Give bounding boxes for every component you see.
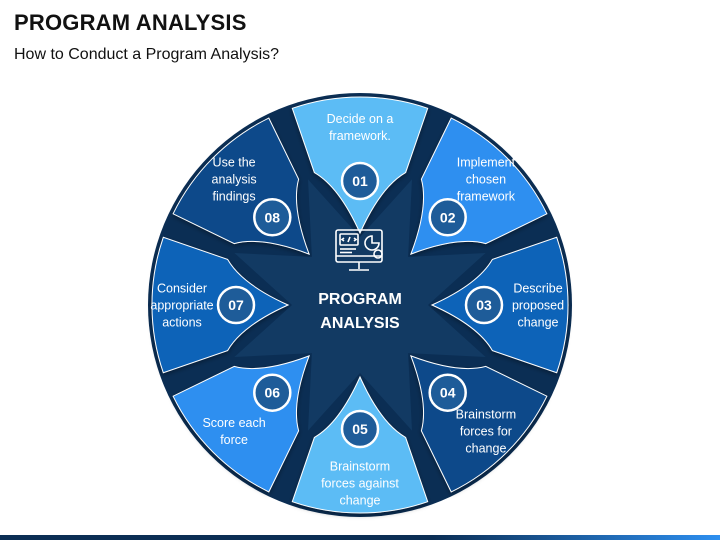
step-label-line: Describe xyxy=(513,282,562,296)
step-label-line: appropriate xyxy=(150,299,213,313)
page-subtitle: How to Conduct a Program Analysis? xyxy=(14,46,280,63)
step-badges: 01 02 03 04 05 06 07 08 xyxy=(216,161,504,449)
step-badge-02 xyxy=(428,198,467,237)
step-label-02: Implement chosen framework xyxy=(457,156,516,204)
step-label-line: proposed xyxy=(512,299,564,313)
step-number-07: 07 xyxy=(228,297,244,313)
step-label-line: Use the xyxy=(213,156,256,170)
step-label-line: Brainstorm xyxy=(330,460,390,474)
step-number-08: 08 xyxy=(265,209,281,225)
step-label-line: Score each xyxy=(202,416,265,430)
step-badge-08 xyxy=(253,198,292,237)
step-label-03: Describe proposed change xyxy=(512,282,564,330)
step-label-line: findings xyxy=(213,190,256,204)
center-title-line2: ANALYSIS xyxy=(320,315,400,332)
step-label-line: change xyxy=(339,494,380,508)
step-badge-06 xyxy=(253,373,292,412)
step-label-line: Consider xyxy=(157,282,207,296)
step-number-06: 06 xyxy=(265,385,281,401)
footer-accent-bar xyxy=(0,535,720,540)
step-label-line: analysis xyxy=(212,173,257,187)
center-hub xyxy=(234,179,486,431)
step-label-line: forces for xyxy=(460,424,512,438)
step-number-03: 03 xyxy=(476,297,492,313)
step-label-line: forces against xyxy=(321,477,399,491)
step-label-08: Use the analysis findings xyxy=(212,156,257,204)
step-label-line: change xyxy=(465,441,506,455)
step-badge-07 xyxy=(216,285,256,325)
step-label-line: Implement xyxy=(457,156,516,170)
step-badge-05 xyxy=(340,409,380,449)
step-label-line: framework. xyxy=(329,129,391,143)
step-number-02: 02 xyxy=(440,209,456,225)
step-label-line: actions xyxy=(162,316,202,330)
step-label-line: Decide on a xyxy=(327,112,394,126)
step-label-06: Score each force xyxy=(202,416,265,447)
step-number-05: 05 xyxy=(352,421,368,437)
step-badge-01 xyxy=(340,161,380,201)
center-title-line1: PROGRAM xyxy=(318,291,402,308)
step-label-line: force xyxy=(220,433,248,447)
step-number-01: 01 xyxy=(352,173,368,189)
step-label-04: Brainstorm forces for change xyxy=(456,407,516,455)
step-label-line: change xyxy=(517,316,558,330)
step-number-04: 04 xyxy=(440,385,456,401)
computer-chart-icon xyxy=(335,229,383,271)
page-title: PROGRAM ANALYSIS xyxy=(14,10,247,35)
step-badge-03 xyxy=(464,285,504,325)
step-label-line: Brainstorm xyxy=(456,407,516,421)
step-label-line: chosen xyxy=(466,173,506,187)
step-badge-04 xyxy=(428,373,467,412)
step-label-01: Decide on a framework. xyxy=(327,112,394,143)
step-label-05: Brainstorm forces against change xyxy=(321,460,399,508)
step-label-line: framework xyxy=(457,190,516,204)
step-label-07: Consider appropriate actions xyxy=(150,282,213,330)
